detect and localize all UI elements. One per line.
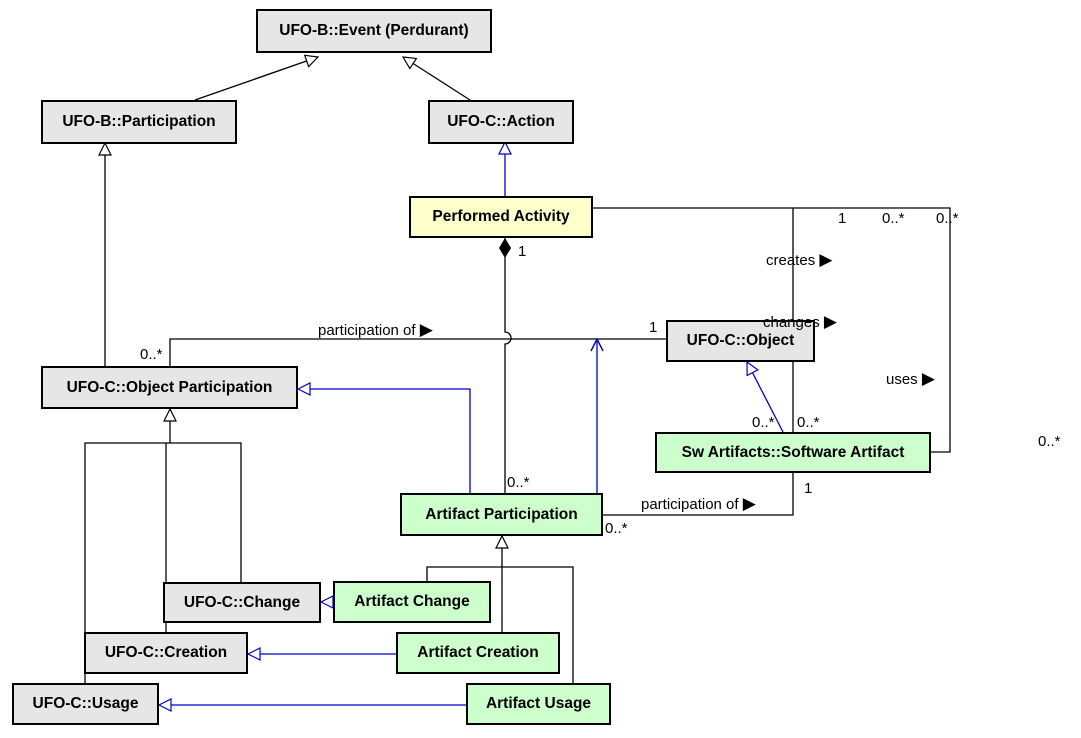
gen-usage-objpart — [84, 442, 170, 683]
mult-far-right: 0..* — [1038, 433, 1061, 450]
gen-artusage-artpart — [502, 566, 574, 683]
class-object-participation[interactable]: UFO-C::Object Participation — [41, 366, 298, 409]
class-action[interactable]: UFO-C::Action — [428, 100, 574, 144]
gen-change-objpart — [170, 442, 242, 582]
class-usage[interactable]: UFO-C::Usage — [12, 683, 159, 725]
mult-software-one: 1 — [804, 480, 813, 497]
class-event[interactable]: UFO-B::Event (Perdurant) — [256, 9, 492, 53]
assoc-artifactpart-software — [603, 473, 794, 516]
class-artifact-usage[interactable]: Artifact Usage — [466, 683, 611, 725]
class-performed-activity[interactable]: Performed Activity — [409, 196, 593, 238]
label-participation-of-bottom: participation of ▶ — [641, 494, 756, 513]
direction-arrow-icon: ▶ — [419, 320, 433, 339]
mult-object-one: 1 — [649, 319, 658, 336]
class-software-artifact[interactable]: Sw Artifacts::Software Artifact — [655, 432, 931, 473]
class-participation[interactable]: UFO-B::Participation — [41, 100, 237, 144]
direction-arrow-icon: ▶ — [742, 494, 756, 513]
mult-top-a: 0..* — [882, 210, 905, 227]
assoc-objpart-object — [169, 338, 666, 366]
assoc-uses — [793, 207, 951, 453]
mult-artifactpart-b: 0..* — [605, 520, 628, 537]
label-uses: uses ▶ — [886, 369, 935, 388]
direction-arrow-icon: ▶ — [819, 250, 833, 269]
gen-action-event — [403, 57, 471, 101]
class-change[interactable]: UFO-C::Change — [163, 582, 321, 623]
direction-arrow-icon: ▶ — [921, 369, 935, 388]
mult-composition-one: 1 — [518, 243, 527, 260]
gen-software-object — [747, 362, 784, 433]
class-artifact-change[interactable]: Artifact Change — [333, 581, 491, 623]
composition-diamond — [499, 238, 511, 258]
class-object[interactable]: UFO-C::Object — [666, 320, 815, 362]
class-artifact-creation[interactable]: Artifact Creation — [396, 632, 560, 674]
gen-artchange-artpart — [426, 566, 502, 582]
label-creates: creates ▶ — [766, 250, 833, 269]
mult-software-b: 0..* — [797, 414, 820, 431]
composition-performed-artifactpart — [504, 238, 512, 494]
mult-artifactpart-a: 0..* — [507, 474, 530, 491]
mult-objpart: 0..* — [140, 346, 163, 363]
class-artifact-participation[interactable]: Artifact Participation — [400, 493, 603, 536]
direction-arrow-icon: ▶ — [823, 312, 837, 331]
mult-performed-one: 1 — [838, 210, 847, 227]
mult-software-a: 0..* — [752, 414, 775, 431]
mult-top-b: 0..* — [936, 210, 959, 227]
gen-artifactpart-objpart — [298, 389, 471, 493]
class-creation[interactable]: UFO-C::Creation — [84, 632, 248, 674]
label-changes: changes ▶ — [763, 312, 837, 331]
gen-participation-event — [194, 57, 318, 101]
label-participation-of-top: participation of ▶ — [318, 320, 433, 339]
